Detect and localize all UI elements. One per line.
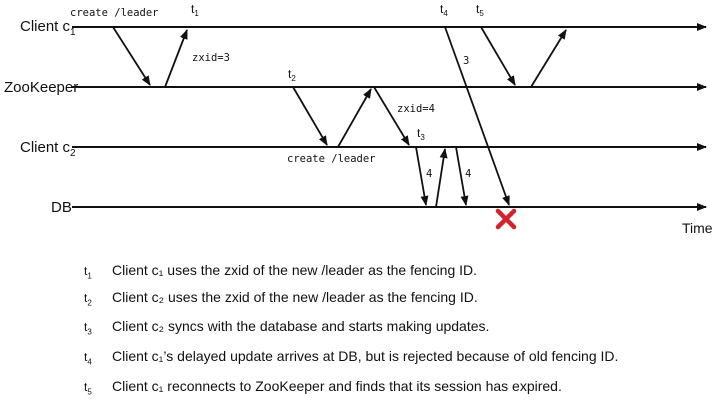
message-arrow-c2-create (292, 86, 328, 146)
message-arrow-zxid3 (164, 29, 188, 88)
legend-text-t4: Client c₁’s delayed update arrives at DB… (112, 348, 619, 364)
lane-label-zookeeper: ZooKeeper (4, 79, 78, 96)
legend-item-t3: t3 Client c₂ syncs with the database and… (84, 318, 489, 340)
message-arrow-zk-to-c2 (373, 86, 410, 146)
legend-time-t4: t4 (84, 350, 92, 367)
legend-text-t2: Client c₂ uses the zxid of the new /lead… (112, 289, 478, 305)
message-label-token-4a: 4 (426, 168, 432, 180)
legend-text-t1: Client c₁ uses the zxid of the new /lead… (112, 262, 478, 278)
legend-text-t5: Client c₁ reconnects to ZooKeeper and fi… (112, 378, 562, 394)
time-mark-t5: t5 (476, 2, 484, 18)
message-arrow-zxid4 (337, 88, 372, 148)
message-arrow-session-expired (530, 29, 567, 88)
time-mark-t2: t2 (288, 67, 296, 83)
legend-item-t4: t4 Client c₁’s delayed update arrives at… (84, 348, 618, 370)
message-arrow-c1-delayed-3 (444, 26, 510, 206)
message-arrow-c1-reconnect (480, 26, 516, 86)
message-label-token-3: 3 (463, 55, 469, 67)
message-arrow-c1-create (112, 26, 151, 86)
lane-label-client-c2: Client c2 (20, 139, 76, 159)
message-arrow-c2-write-4 (415, 146, 429, 206)
red-x-icon (495, 208, 517, 230)
time-mark-t1: t1 (191, 2, 199, 18)
legend-time-t2: t2 (84, 291, 92, 308)
time-axis-label: Time (682, 220, 713, 236)
legend-item-t1: t1 Client c₁ uses the zxid of the new /l… (84, 262, 477, 284)
legend-item-t2: t2 Client c₂ uses the zxid of the new /l… (84, 289, 478, 311)
lane-label-client-c1: Client c1 (20, 18, 76, 38)
sequence-diagram: Client c1 ZooKeeper Client c2 DB Time cr… (4, 2, 713, 236)
message-arrow-db-ack (435, 148, 448, 208)
time-mark-t3: t3 (417, 126, 425, 142)
legend-time-t1: t1 (84, 264, 92, 281)
message-label-c1-create: create /leader (70, 7, 159, 19)
lane-label-db: DB (51, 199, 72, 216)
message-arrow-c2-write-4-second (455, 146, 469, 206)
message-label-token-4b: 4 (465, 168, 471, 180)
legend-item-t5: t5 Client c₁ reconnects to ZooKeeper and… (84, 378, 562, 400)
time-mark-t4: t4 (440, 2, 448, 18)
legend-time-t5: t5 (84, 380, 92, 397)
message-label-c2-create: create /leader (287, 153, 376, 165)
legend-text-t3: Client c₂ syncs with the database and st… (112, 318, 490, 334)
message-label-zxid4: zxid=4 (397, 103, 435, 115)
legend-time-t3: t3 (84, 320, 92, 337)
message-label-zxid3: zxid=3 (192, 52, 230, 64)
